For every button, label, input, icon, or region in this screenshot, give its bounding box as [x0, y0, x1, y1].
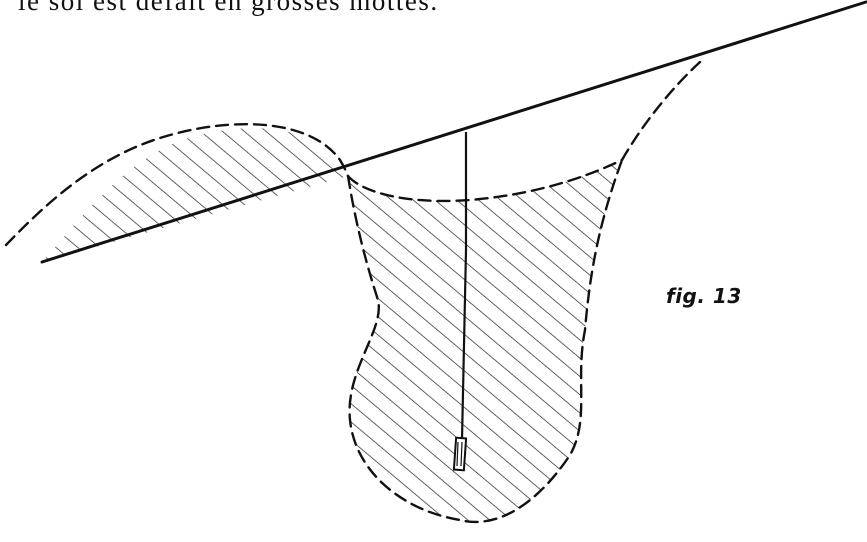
- page-text-line: le sol est défait en grosses mottes.: [18, 0, 439, 16]
- figure-label: fig. 13: [666, 284, 742, 308]
- probe-wire: [460, 132, 468, 441]
- crater-rim-extension: [620, 60, 702, 162]
- ground-line: [40, 0, 867, 264]
- crater-region: [346, 158, 624, 524]
- upheaved-soil-region: [4, 122, 350, 262]
- probe-object: [452, 436, 468, 472]
